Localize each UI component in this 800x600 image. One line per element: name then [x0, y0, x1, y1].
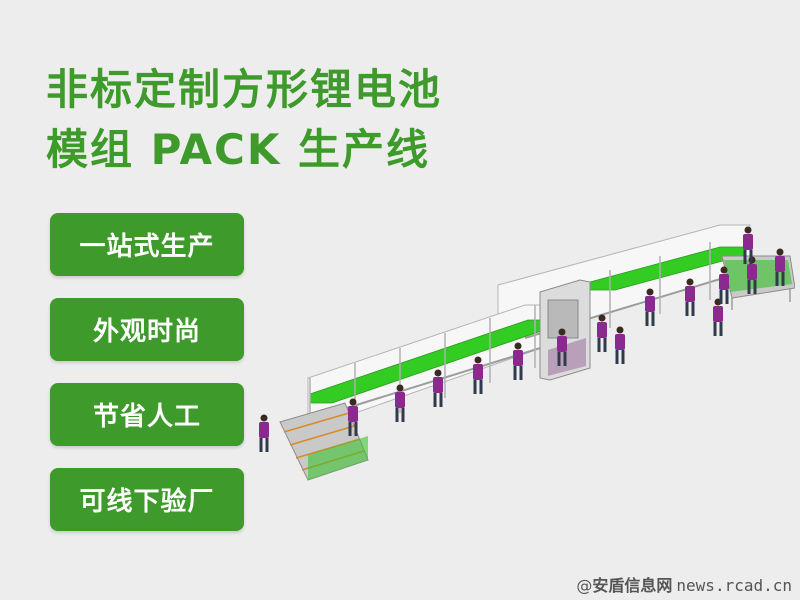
worker-figure — [473, 356, 483, 394]
feature-badge-appearance: 外观时尚 — [50, 298, 244, 361]
worker-figure — [259, 414, 269, 452]
page-title: 非标定制方形锂电池 模组 PACK 生产线 — [46, 60, 442, 180]
worker-figure — [513, 342, 523, 380]
worker-figure — [719, 266, 729, 304]
feature-badge-list: 一站式生产 外观时尚 节省人工 可线下验厂 — [50, 213, 244, 553]
title-line-1: 非标定制方形锂电池 — [46, 65, 443, 114]
worker-figure — [395, 384, 405, 422]
worker-figure — [557, 328, 567, 366]
feature-badge-factory-visit: 可线下验厂 — [50, 468, 244, 531]
worker-figure — [775, 248, 785, 286]
roller-table-left-cells — [308, 436, 368, 480]
roller-table-right-legs — [731, 288, 791, 310]
worker-figure — [615, 326, 625, 364]
watermark-at-symbol: @ — [576, 576, 593, 595]
worker-figure — [743, 226, 753, 264]
worker-figure — [713, 298, 723, 336]
worker-figure — [597, 314, 607, 352]
worker-figures — [259, 226, 785, 452]
worker-figure — [348, 398, 358, 436]
production-line-illustration — [259, 224, 795, 481]
worker-figure — [685, 278, 695, 316]
watermark-url: news.rcad.cn — [676, 576, 792, 595]
watermark-brand: 安盾信息网 — [592, 576, 673, 595]
feature-badge-one-stop: 一站式生产 — [50, 213, 244, 276]
feature-badge-labor-saving: 节省人工 — [50, 383, 244, 446]
worker-figure — [645, 288, 655, 326]
worker-figure — [433, 369, 443, 407]
title-line-2: 模组 PACK 生产线 — [46, 125, 431, 174]
